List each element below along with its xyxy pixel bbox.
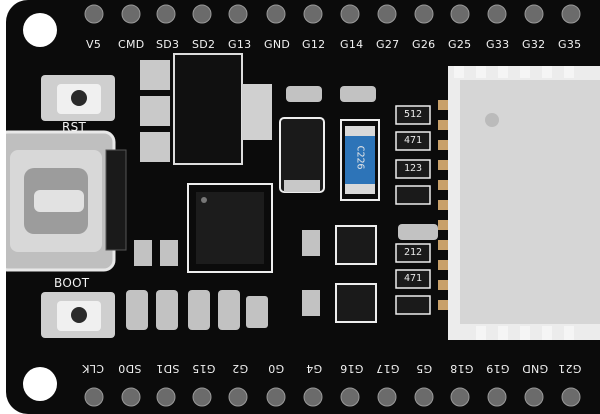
pin-label-g21: G21 — [558, 362, 582, 375]
resistor-marking-2: 471 — [404, 135, 423, 146]
passive-components — [126, 86, 438, 330]
top-header-pins — [84, 4, 581, 24]
module-side-pads — [438, 100, 448, 310]
pin-label-g2: G2 — [232, 362, 249, 375]
pin-label-v5: V5 — [86, 38, 102, 51]
capacitor-c226 — [340, 119, 380, 201]
mounting-hole-top-left — [23, 13, 57, 47]
reset-label: RST — [62, 120, 87, 134]
boot-label: BOOT — [54, 276, 90, 290]
esp32-dev-board: V5 CMD SD3 SD2 G13 GND G12 G14 G27 G26 G… — [6, 0, 600, 414]
pin-label-g0: G0 — [268, 362, 285, 375]
reset-button — [41, 75, 115, 121]
pin-label-g26: G26 — [412, 38, 436, 51]
pin-label-g33: G33 — [486, 38, 510, 51]
pin-label-g5: G5 — [416, 362, 433, 375]
pin-label-g25: G25 — [448, 38, 472, 51]
pin-label-g12: G12 — [302, 38, 326, 51]
pin-label-g32: G32 — [522, 38, 546, 51]
power-diode — [279, 117, 325, 193]
transistors — [335, 225, 377, 323]
pin-label-g27: G27 — [376, 38, 400, 51]
voltage-regulator — [140, 53, 272, 165]
cap-marking: C226 — [354, 145, 366, 170]
pin-label-g18: G18 — [450, 362, 474, 375]
pin-label-g14: G14 — [340, 38, 364, 51]
pin-label-g35: G35 — [558, 38, 582, 51]
board-artwork — [6, 4, 600, 407]
usb-uart-chip — [187, 183, 273, 273]
pin-label-sd3: SD3 — [156, 38, 180, 51]
pin-label-sd2: SD2 — [192, 38, 216, 51]
boot-button — [41, 292, 115, 338]
pin-label-g15: G15 — [192, 362, 216, 375]
resistor-marking-4: 212 — [404, 247, 423, 258]
esp32-module — [448, 66, 600, 340]
pin-label-gnd-bottom: GND — [522, 362, 549, 375]
mounting-hole-bottom-left — [23, 367, 57, 401]
resistor-marking-3: 123 — [404, 163, 423, 174]
pin-label-g4: G4 — [306, 362, 323, 375]
pin-label-cmd: CMD — [118, 38, 145, 51]
pin-label-gnd: GND — [264, 38, 291, 51]
pin-label-g17: G17 — [376, 362, 400, 375]
pin-label-sd1: SD1 — [156, 362, 180, 375]
pin-label-g19: G19 — [486, 362, 510, 375]
pin-label-sd0: SD0 — [118, 362, 142, 375]
bottom-header-pins — [84, 387, 581, 407]
pin-label-clk: CLK — [82, 362, 104, 375]
resistor-marking-1: 512 — [404, 109, 423, 120]
pin-label-g13: G13 — [228, 38, 252, 51]
pin-label-g16: G16 — [340, 362, 364, 375]
usb-c-connector — [6, 130, 127, 272]
resistor-array — [395, 105, 431, 315]
resistor-marking-5: 471 — [404, 273, 423, 284]
